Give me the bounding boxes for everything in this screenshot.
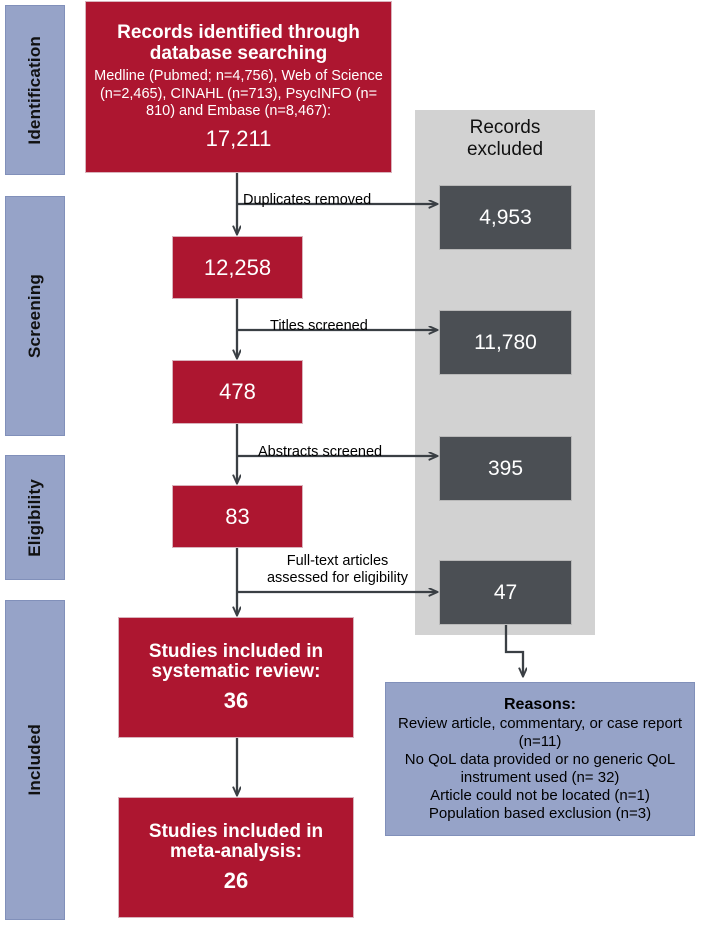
excluded-fulltext-box: 47 <box>439 560 572 625</box>
excluded-duplicates-count: 4,953 <box>479 205 532 229</box>
excluded-titles-count: 11,780 <box>474 330 537 354</box>
systematic-review-box: Studies included in systematic review: 3… <box>118 617 354 738</box>
records-excluded-title-line1: Records <box>469 117 541 138</box>
exclusion-reason-item-2: No QoL data provided or no generic QoL i… <box>404 750 676 786</box>
edge-label-fulltext-line2: assessed for eligibility <box>266 570 409 587</box>
excluded-abstracts-box: 395 <box>439 436 572 501</box>
systematic-review-heading: Studies included in systematic review: <box>148 640 324 683</box>
edge-label-abstracts-screened: Abstracts screened <box>258 444 383 460</box>
stage-identification-label: Identification <box>25 35 44 145</box>
exclusion-reason-item-4: Population based exclusion (n=3) <box>428 804 652 822</box>
edge-label-duplicates-removed: Duplicates removed <box>243 192 372 208</box>
meta-analysis-box: Studies included in meta-analysis: 26 <box>118 797 354 918</box>
stage-included: Included <box>5 600 65 920</box>
meta-analysis-heading: Studies included in meta-analysis: <box>148 820 324 863</box>
excluded-fulltext-count: 47 <box>493 580 518 604</box>
exclusion-reasons-box: Reasons: Review article, commentary, or … <box>385 682 695 836</box>
excluded-titles-box: 11,780 <box>439 310 572 375</box>
excluded-duplicates-box: 4,953 <box>439 185 572 250</box>
records-identified-sources: Medline (Pubmed; n=4,756), Web of Scienc… <box>94 67 383 120</box>
exclusion-reason-item-1: Review article, commentary, or case repo… <box>398 714 682 750</box>
stage-eligibility: Eligibility <box>5 455 65 580</box>
edge-label-titles-screened: Titles screened <box>270 318 368 334</box>
stage-identification: Identification <box>5 5 65 175</box>
stage-screening-label: Screening <box>25 274 44 358</box>
edge-label-fulltext-assessed: Full-text articles assessed for eligibil… <box>245 553 430 588</box>
after-duplicates-count: 12,258 <box>203 254 272 280</box>
stage-eligibility-label: Eligibility <box>25 478 44 557</box>
excluded-abstracts-count: 395 <box>487 456 524 480</box>
after-titles-box: 478 <box>172 360 303 424</box>
stage-included-label: Included <box>25 724 44 796</box>
records-excluded-title-line2: excluded <box>466 139 544 161</box>
stage-screening: Screening <box>5 196 65 436</box>
meta-analysis-count: 26 <box>223 868 249 894</box>
exclusion-reason-item-3: Article could not be located (n=1) <box>430 786 650 804</box>
after-abstracts-box: 83 <box>172 485 303 548</box>
records-identified-box: Records identified through database sear… <box>85 1 392 173</box>
exclusion-reasons-title: Reasons: <box>503 696 577 714</box>
systematic-review-count: 36 <box>223 688 249 714</box>
after-abstracts-count: 83 <box>225 503 250 529</box>
records-identified-heading: Records identified through database sear… <box>117 22 360 64</box>
records-excluded-title: Records excluded <box>430 117 580 162</box>
after-titles-count: 478 <box>219 379 256 405</box>
records-identified-total: 17,211 <box>205 125 272 151</box>
after-duplicates-box: 12,258 <box>172 236 303 299</box>
edge-label-fulltext-line1: Full-text articles <box>286 553 389 569</box>
